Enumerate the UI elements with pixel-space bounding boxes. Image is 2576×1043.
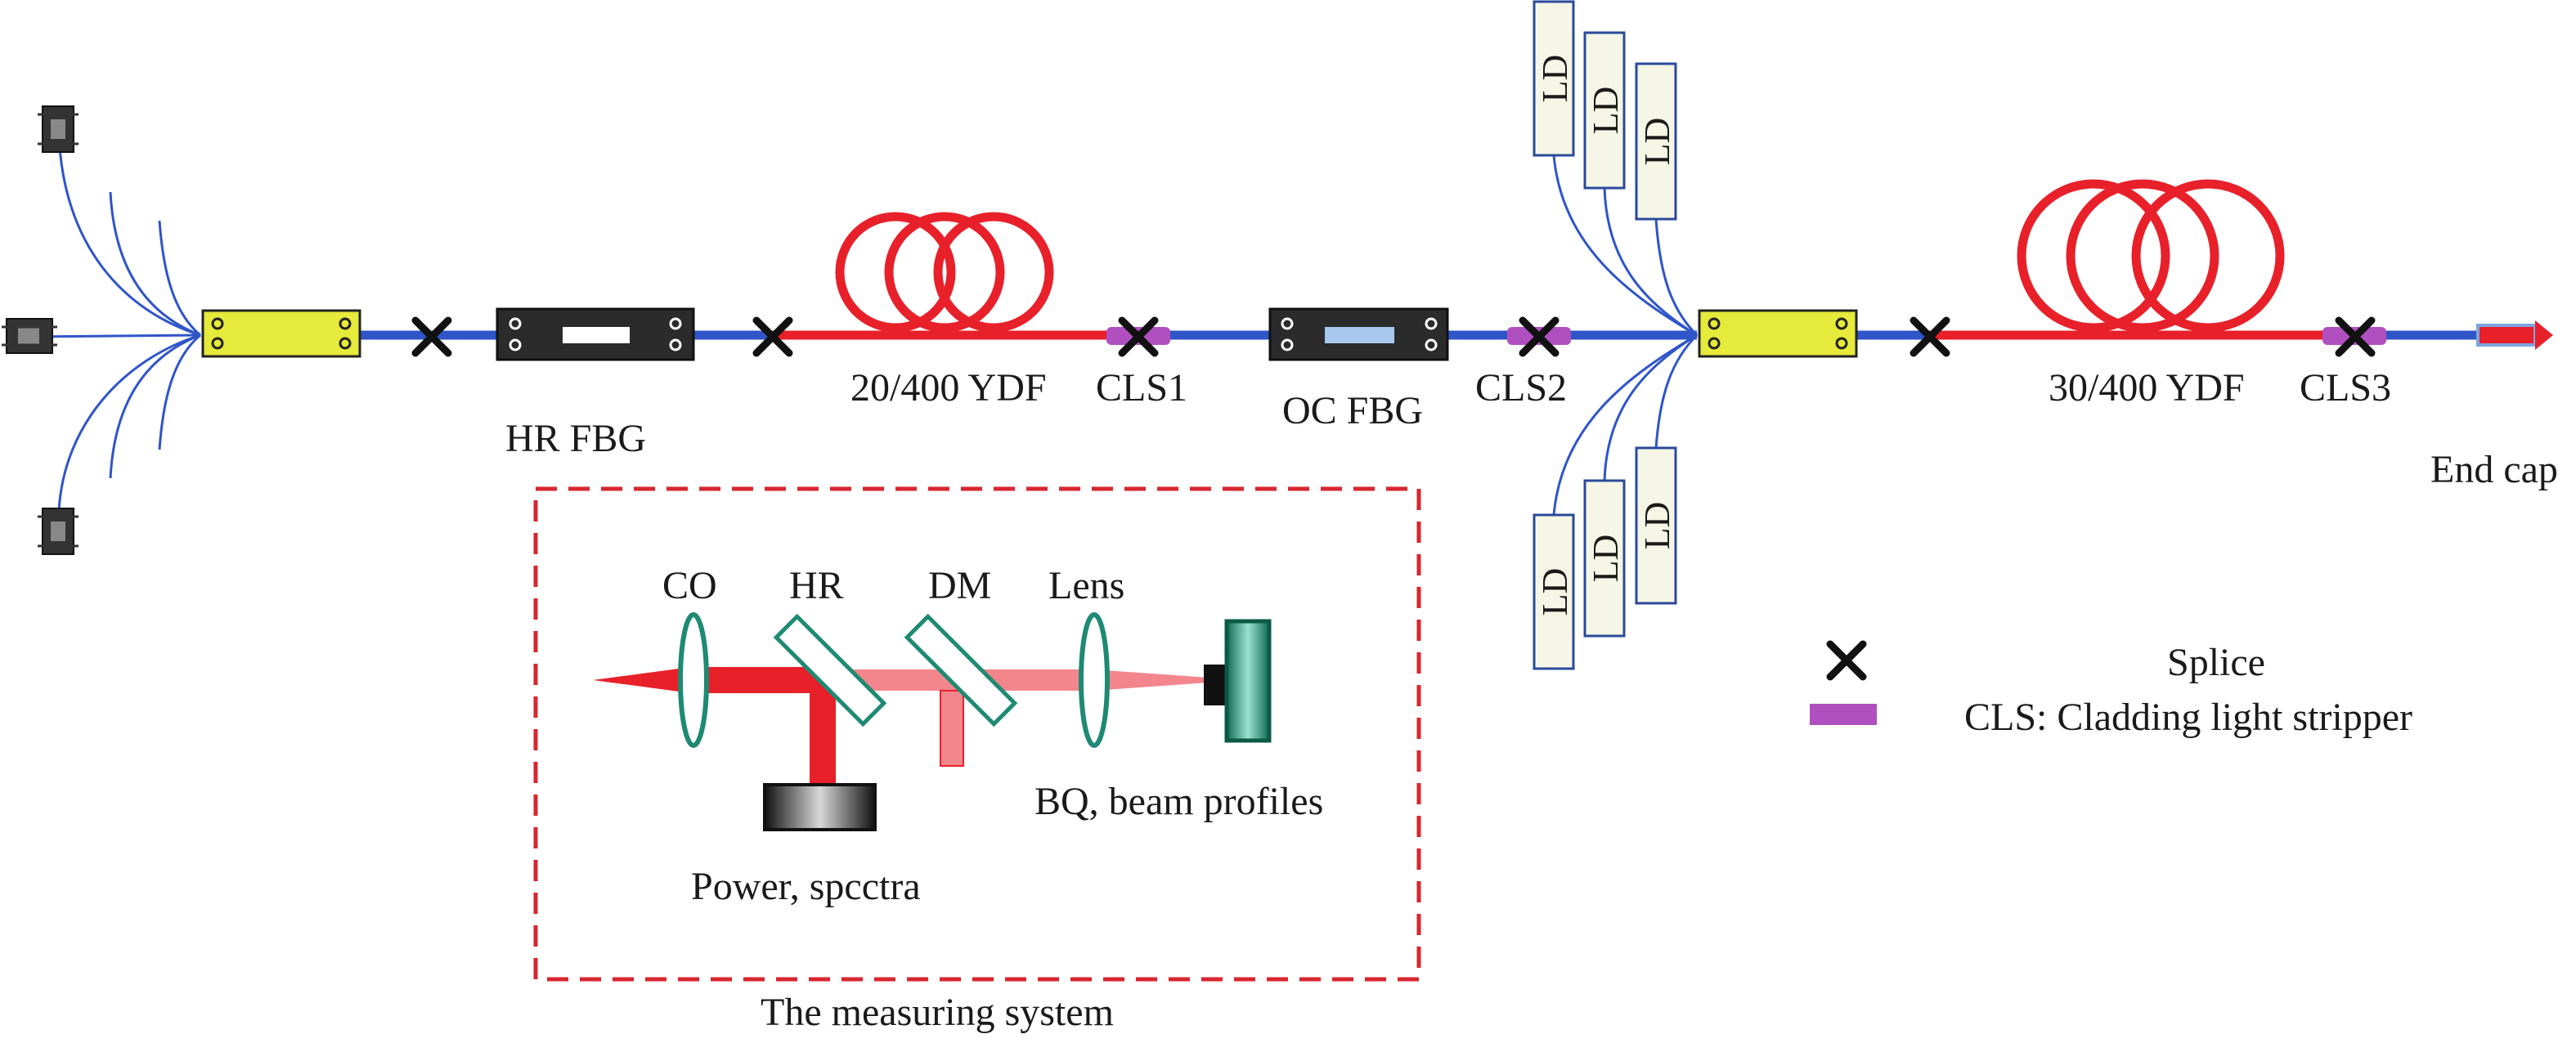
dm-label: DM — [928, 564, 991, 607]
ld-box-bottom-1: LD — [1533, 513, 1575, 670]
pump-fibers-left — [28, 134, 201, 512]
dm-mirror — [904, 613, 1018, 727]
legend: Splice CLS: Cladding light stripper — [1810, 640, 2412, 739]
pump-diode-bottom-icon — [38, 508, 79, 555]
hr-fbg-label: HR FBG — [505, 417, 646, 460]
splice-icon — [1519, 316, 1560, 357]
cls1-label: CLS1 — [1096, 366, 1187, 410]
bq-label: BQ, beam profiles — [1034, 780, 1323, 823]
collimator-optic — [678, 612, 709, 748]
splice-icon — [411, 316, 452, 357]
svg-text:LD: LD — [1586, 535, 1626, 583]
lens-label: Lens — [1048, 564, 1124, 607]
svg-text:LD: LD — [1637, 502, 1677, 550]
lens-optic — [1079, 612, 1110, 748]
end-cap-icon — [2476, 320, 2553, 350]
splice-icon — [1910, 316, 1950, 357]
splice-icon — [1118, 316, 1159, 357]
pump-combiner-1 — [201, 309, 361, 358]
ydf2-coil — [2017, 179, 2285, 333]
ld-fibers — [1552, 154, 1699, 516]
end-cap-label: End cap — [2430, 448, 2558, 491]
legend-cls-label: CLS: Cladding light stripper — [1964, 696, 2412, 739]
svg-text:LD: LD — [1586, 87, 1626, 135]
oc-fbg-label: OC FBG — [1282, 389, 1423, 432]
power-meter-icon — [763, 783, 877, 831]
measuring-system-box — [533, 486, 1421, 982]
svg-text:LD: LD — [1637, 118, 1677, 166]
ydf2-label: 30/400 YDF — [2049, 366, 2245, 410]
cls3-label: CLS3 — [2300, 366, 2391, 410]
hr-label: HR — [789, 564, 844, 607]
hr-fbg — [496, 307, 695, 361]
oc-fbg — [1268, 307, 1449, 361]
ld-box-top-1: LD — [1533, 0, 1575, 157]
splice-icon — [2335, 316, 2376, 357]
pump-diode-middle-icon — [2, 318, 57, 354]
measuring-system-title: The measuring system — [761, 991, 1114, 1034]
hr-mirror — [773, 613, 887, 727]
beam-profiler-icon — [1204, 619, 1272, 743]
ld-box-top-2: LD — [1583, 31, 1626, 190]
pump-diode-top-icon — [38, 105, 79, 153]
legend-splice-icon — [1826, 640, 1867, 681]
pump-combiner-2 — [1698, 309, 1858, 358]
ydf1-coil — [835, 212, 1054, 333]
co-label: CO — [662, 564, 717, 607]
svg-text:LD: LD — [1535, 568, 1575, 616]
ld-box-bottom-2: LD — [1583, 479, 1626, 638]
ld-box-top-3: LD — [1635, 62, 1677, 221]
ydf1-label: 20/400 YDF — [850, 366, 1047, 410]
splice-marks — [411, 316, 2376, 357]
splice-icon — [752, 316, 793, 357]
power-label: Power, spcctra — [691, 865, 921, 908]
legend-splice-label: Splice — [2167, 641, 2265, 684]
legend-cls-swatch — [1810, 704, 1877, 725]
svg-text:LD: LD — [1535, 55, 1575, 103]
cls2-label: CLS2 — [1475, 366, 1567, 410]
ld-box-bottom-3: LD — [1635, 446, 1677, 605]
